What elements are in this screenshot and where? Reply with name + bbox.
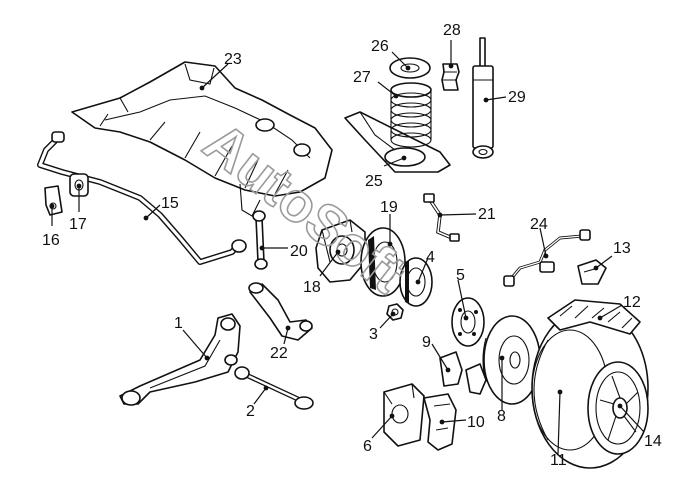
- callout-22: 22: [270, 345, 288, 362]
- callout-17: 17: [69, 216, 87, 233]
- callout-6: 6: [363, 438, 372, 455]
- callout-29: 29: [508, 89, 526, 106]
- shock-absorber-drawing: [472, 37, 494, 159]
- callout-13: 13: [613, 240, 631, 257]
- callout-12: 12: [623, 294, 641, 311]
- leader-lines: [49, 40, 645, 455]
- callout-26: 26: [371, 38, 389, 55]
- callout-3: 3: [369, 326, 378, 343]
- lower-link-drawing: [234, 366, 314, 410]
- callout-15: 15: [161, 195, 179, 212]
- callout-11: 11: [550, 452, 567, 469]
- brake-pads-drawing: [439, 351, 487, 395]
- wheel-carrier-drawing: [315, 219, 366, 283]
- stabilizer-clamp-drawing: [44, 185, 63, 216]
- callout-5: 5: [456, 267, 465, 284]
- callout-labels: 1 2 3 4 5 6 8 9 10 11 12 13 14 15 16 17 …: [42, 22, 662, 469]
- callout-25: 25: [365, 173, 383, 190]
- callout-16: 16: [42, 232, 60, 249]
- bump-stop-drawing: [441, 63, 460, 91]
- wheel-rim-drawing: [587, 361, 649, 455]
- callout-24: 24: [530, 216, 548, 233]
- hub-flange-drawing: [451, 297, 485, 347]
- abs-sensor-drawing: [503, 229, 591, 287]
- callout-27: 27: [353, 69, 371, 86]
- callout-18: 18: [303, 279, 321, 296]
- callout-19: 19: [380, 199, 398, 216]
- rear-subframe-drawing: [71, 61, 333, 217]
- callout-21: 21: [478, 206, 496, 223]
- spring-lower-arm-drawing: [344, 111, 451, 173]
- callout-2: 2: [246, 403, 255, 420]
- callout-20: 20: [290, 243, 308, 260]
- dust-shield-drawing: [360, 227, 406, 297]
- callout-8: 8: [497, 408, 506, 425]
- callout-23: 23: [224, 51, 242, 68]
- callout-1: 1: [174, 315, 183, 332]
- callout-4: 4: [426, 249, 435, 266]
- callout-10: 10: [467, 414, 485, 431]
- stabilizer-link-drawing: [252, 210, 268, 270]
- callout-28: 28: [443, 22, 461, 39]
- upper-control-arm-drawing: [248, 282, 313, 341]
- coil-spring-drawing: [390, 82, 432, 148]
- brake-caliper-drawing: [383, 383, 425, 447]
- brake-disc-drawing: [482, 315, 541, 405]
- callout-14: 14: [644, 433, 662, 450]
- stabilizer-bar-drawing: [37, 131, 247, 265]
- callout-9: 9: [422, 334, 431, 351]
- trailing-arm-drawing: [119, 313, 241, 406]
- brake-hose-drawing: [423, 193, 460, 242]
